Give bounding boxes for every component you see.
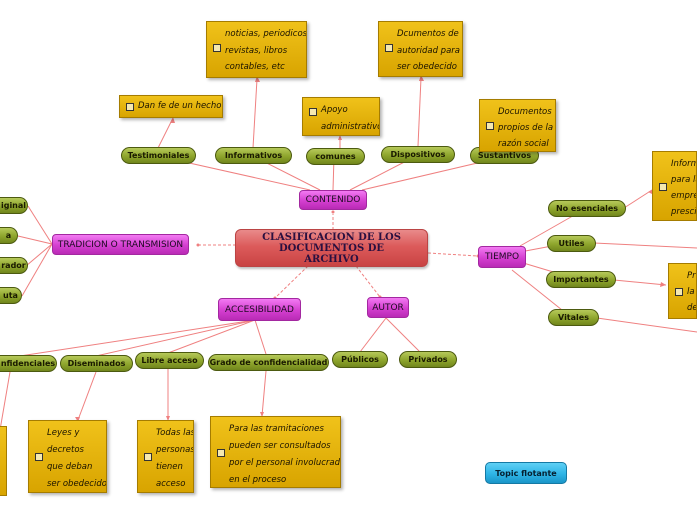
- subtopic-label: comunes: [315, 152, 356, 161]
- note-checkbox-icon: [659, 183, 667, 191]
- topic-autor-label: AUTOR: [372, 302, 404, 313]
- subtopic-label: rador: [1, 261, 26, 270]
- subtopic-privados[interactable]: Privados: [399, 351, 457, 368]
- topic-contenido[interactable]: CONTENIDO: [299, 190, 367, 210]
- note-diseminados[interactable]: Leyes y decretos que deban ser obedecido…: [28, 420, 107, 493]
- note-text: Todas las personas tienen acceso: [156, 428, 194, 489]
- topic-tradicion-label: TRADICION O TRANSMISION: [57, 239, 184, 250]
- topic-contenido-label: CONTENIDO: [305, 195, 361, 205]
- topic-accesibilidad[interactable]: ACCESIBILIDAD: [218, 298, 301, 321]
- subtopic-label: iginal: [0, 201, 27, 210]
- note-checkbox-icon: [385, 44, 393, 52]
- subtopic-label: nfidenciales: [0, 359, 56, 368]
- topic-tradicion[interactable]: TRADICION O TRANSMISION: [52, 234, 189, 255]
- topic-tiempo[interactable]: TIEMPO: [478, 246, 526, 268]
- subtopic-label: Grado de confidencialidad: [209, 358, 328, 367]
- floating-topic[interactable]: Topic flotante: [485, 462, 567, 484]
- subtopic-no-esenciales[interactable]: No esenciales: [548, 200, 626, 217]
- subtopic-label: Informativos: [224, 151, 283, 160]
- subtopic-label: Dispositivos: [390, 150, 446, 159]
- note-text: Leyes y decretos que deban ser obedecido…: [47, 428, 107, 489]
- note-checkbox-icon: [675, 288, 683, 296]
- note-no-esenciales[interactable]: Inform para la empres prescin: [652, 151, 697, 221]
- subtopic-comunes[interactable]: comunes: [306, 148, 365, 165]
- subtopic-informativos[interactable]: Informativos: [215, 147, 292, 164]
- note-checkbox-icon: [486, 122, 494, 130]
- subtopic-libre-acceso[interactable]: Libre acceso: [135, 352, 204, 369]
- note-checkbox-icon: [35, 453, 43, 461]
- note-dispositivos[interactable]: Dcumentos de autoridad para ser obedecid…: [378, 21, 463, 77]
- note-testimoniales[interactable]: Dan fe de un hecho: [119, 95, 223, 118]
- subtopic-diseminados[interactable]: Diseminados: [60, 355, 133, 372]
- subtopic-label: Utiles: [558, 239, 585, 248]
- note-informativos[interactable]: noticias, periodicos revistas, libros co…: [206, 21, 307, 78]
- subtopic-tradicion-2[interactable]: a: [0, 227, 18, 244]
- topic-autor[interactable]: AUTOR: [367, 297, 409, 318]
- note-text: Documentos propios de la razón social: [498, 107, 554, 149]
- note-checkbox-icon: [126, 102, 134, 111]
- subtopic-utiles[interactable]: Utiles: [547, 235, 596, 252]
- subtopic-grado-confidencialidad[interactable]: Grado de confidencialidad: [208, 354, 329, 371]
- note-text: Inform para la empres prescin: [671, 159, 697, 217]
- subtopic-label: Importantes: [553, 275, 609, 284]
- note-text: Para las tramitaciones pueden ser consul…: [229, 424, 341, 485]
- subtopic-label: Vitales: [558, 313, 589, 322]
- note-text: Apoyo administrativo: [321, 105, 380, 132]
- note-comunes[interactable]: Apoyo administrativo: [302, 97, 380, 136]
- note-text: Dan fe de un hecho: [138, 101, 222, 111]
- central-topic[interactable]: CLASIFICACION DE LOS DOCUMENTOS DE ARCHI…: [235, 229, 428, 267]
- note-importantes[interactable]: Pre la t dec: [668, 263, 697, 319]
- note-libre-acceso[interactable]: Todas las personas tienen acceso: [137, 420, 194, 493]
- note-text: noticias, periodicos revistas, libros co…: [225, 29, 307, 72]
- note-text: Dcumentos de autoridad para ser obedecid…: [397, 29, 460, 72]
- note-cut-left[interactable]: [0, 426, 7, 496]
- subtopic-label: No esenciales: [555, 204, 619, 213]
- subtopic-publicos[interactable]: Públicos: [332, 351, 388, 368]
- subtopic-label: Testimoniales: [127, 151, 190, 160]
- subtopic-label: Diseminados: [67, 359, 126, 368]
- note-grado-confidencialidad[interactable]: Para las tramitaciones pueden ser consul…: [210, 416, 341, 488]
- note-checkbox-icon: [144, 453, 152, 461]
- subtopic-importantes[interactable]: Importantes: [546, 271, 616, 288]
- subtopic-tradicion-3[interactable]: rador: [0, 257, 28, 274]
- note-checkbox-icon: [213, 44, 221, 52]
- subtopic-label: Sustantivos: [477, 151, 532, 160]
- subtopic-dispositivos[interactable]: Dispositivos: [381, 146, 455, 163]
- note-text: Pre la t dec: [687, 271, 696, 313]
- central-topic-label: CLASIFICACION DE LOS DOCUMENTOS DE ARCHI…: [262, 231, 401, 265]
- note-sustantivos[interactable]: Documentos propios de la razón social: [479, 99, 556, 152]
- subtopic-confidenciales[interactable]: nfidenciales: [0, 355, 57, 372]
- topic-tiempo-label: TIEMPO: [484, 252, 520, 262]
- subtopic-testimoniales[interactable]: Testimoniales: [121, 147, 196, 164]
- subtopic-vitales[interactable]: Vitales: [548, 309, 599, 326]
- subtopic-label: uta: [3, 291, 18, 300]
- subtopic-tradicion-4[interactable]: uta: [0, 287, 22, 304]
- topic-accesibilidad-label: ACCESIBILIDAD: [225, 304, 294, 315]
- note-checkbox-icon: [217, 449, 225, 457]
- subtopic-label: Privados: [408, 355, 448, 364]
- note-checkbox-icon: [309, 108, 317, 116]
- subtopic-tradicion-1[interactable]: iginal: [0, 197, 28, 214]
- subtopic-label: a: [5, 231, 12, 240]
- floating-topic-label: Topic flotante: [495, 468, 557, 478]
- subtopic-label: Libre acceso: [141, 356, 198, 365]
- subtopic-label: Públicos: [341, 355, 379, 364]
